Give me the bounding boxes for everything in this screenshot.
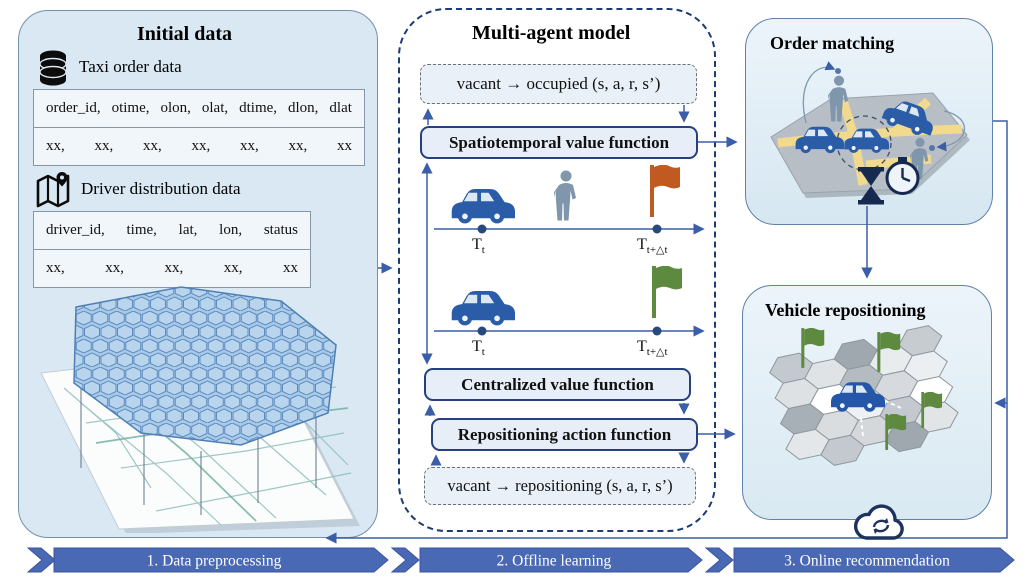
transition-vacant-repositioning: vacant → repositioning (s, a, r, s’): [424, 467, 696, 505]
order-matching-title: Order matching: [770, 33, 895, 53]
order-matching-scene: [770, 61, 970, 205]
value-cell: xx,: [46, 138, 65, 154]
spatiotemporal-value-function-box: Spatiotemporal value function: [420, 126, 698, 159]
orange-flag-icon: [647, 165, 681, 217]
header-cell: order_id,: [46, 100, 101, 116]
value-cell: xx,: [288, 138, 308, 154]
match-point-dot: [835, 68, 841, 74]
order-matching-panel: Order matching: [745, 18, 993, 225]
chevron-icon: [26, 547, 56, 573]
value-cell: xx,: [191, 138, 211, 154]
header-cell: olon,: [160, 100, 191, 116]
transition-vacant-occupied: vacant → occupied (s, a, r, s’): [420, 64, 697, 104]
value-cell: xx,: [240, 138, 259, 154]
header-cell: time,: [126, 222, 157, 238]
value-cell: xx,: [46, 260, 65, 276]
header-cell: lat,: [178, 222, 198, 238]
repositioning-scene: [766, 322, 962, 469]
header-cell: olat,: [201, 100, 229, 116]
taxi-order-table: order_id, otime, olon, olat, dtime, dlon…: [33, 89, 365, 166]
initial-data-title: Initial data: [137, 23, 233, 45]
taxi-order-data-label: Taxi order data: [79, 57, 182, 76]
header-cell: status: [263, 222, 298, 238]
header-cell: dlat: [329, 100, 352, 116]
banner-step-2: [419, 547, 703, 573]
banner-step-3-label: 3. Online recommendation: [784, 553, 950, 570]
cloud-sync-icon: [853, 504, 904, 540]
banner-step-2-label: 2. Offline learning: [497, 553, 612, 570]
green-flag-icon: [649, 266, 683, 318]
car-icon: [447, 184, 515, 226]
header-cell: lon,: [219, 222, 243, 238]
match-point-dot: [929, 145, 935, 151]
header-cell: dlon,: [288, 100, 319, 116]
map-pin-icon: [36, 172, 70, 208]
street-map-hex-overlay: [40, 286, 360, 533]
banner-step-3: [733, 547, 1015, 573]
value-cell: xx: [337, 138, 352, 154]
process-banner: 1. Data preprocessing 2. Offline learnin…: [26, 547, 1015, 573]
chevron-icon: [390, 547, 420, 573]
banner-step-1-label: 1. Data preprocessing: [147, 553, 282, 570]
timeline1-end-label: Tt+△t: [637, 236, 668, 257]
taxi-order-value-row: xx, xx, xx, xx, xx, xx, xx: [34, 127, 364, 165]
header-cell: driver_id,: [46, 222, 105, 238]
timeline2-end-label: Tt+△t: [637, 338, 668, 359]
vehicle-repositioning-panel: Vehicle repositioning: [742, 285, 992, 520]
person-icon: [554, 170, 578, 222]
header-cell: otime,: [111, 100, 150, 116]
value-cell: xx,: [223, 260, 243, 276]
repositioning-action-function-box: Repositioning action function: [431, 418, 698, 451]
chevron-icon: [704, 547, 734, 573]
value-cell: xx,: [143, 138, 162, 154]
database-icon: [39, 50, 67, 86]
match-arc-arrow: [802, 61, 836, 124]
value-cell: xx,: [164, 260, 184, 276]
value-cell: xx,: [105, 260, 124, 276]
driver-value-row: xx, xx, xx, xx, xx: [34, 249, 310, 287]
timeline1-start-label: Tt: [472, 236, 485, 257]
centralized-value-function-box: Centralized value function: [424, 368, 691, 401]
timeline2-start-label: Tt: [472, 338, 485, 359]
driver-distribution-data-label: Driver distribution data: [81, 179, 241, 198]
driver-header-row: driver_id, time, lat, lon, status: [34, 212, 310, 249]
value-cell: xx,: [94, 138, 114, 154]
taxi-order-header-row: order_id, otime, olon, olat, dtime, dlon…: [34, 90, 364, 127]
driver-distribution-table: driver_id, time, lat, lon, status xx, xx…: [33, 211, 311, 288]
header-cell: dtime,: [239, 100, 278, 116]
banner-step-1: [53, 547, 389, 573]
car-icon: [447, 286, 515, 328]
initial-data-panel: Initial data Taxi order data order_id, o…: [18, 10, 378, 538]
multi-agent-model-title: Multi-agent model: [472, 22, 631, 44]
value-cell: xx: [283, 260, 298, 276]
